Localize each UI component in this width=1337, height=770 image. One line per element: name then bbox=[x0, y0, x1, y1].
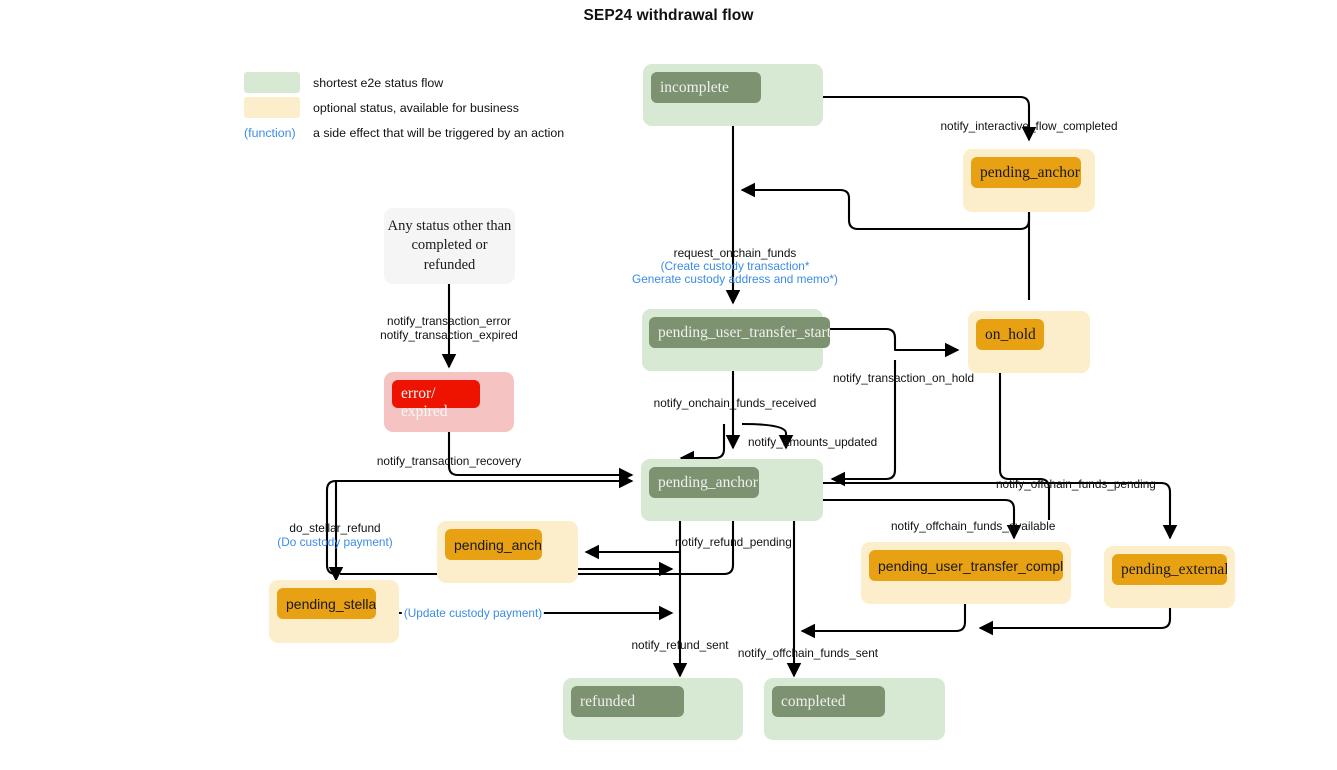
node-any-status-label: Any status other than completed or refun… bbox=[387, 218, 512, 273]
edge-label-notify-refund-pending: notify_refund_pending bbox=[675, 535, 792, 549]
legend-item-green: shortest e2e status flow bbox=[244, 70, 564, 95]
node-pending-anchor-refund-label: pending_anchor bbox=[445, 529, 542, 560]
edge-label-notify-onchain-funds-received: notify_onchain_funds_received bbox=[653, 396, 817, 410]
edge-label-notify-amounts-updated: notify_amounts_updated bbox=[748, 435, 878, 449]
edge-label-notify-transaction-expired: notify_transaction_expired bbox=[380, 328, 518, 342]
node-on-hold-label: on_hold bbox=[976, 319, 1044, 350]
node-on-hold[interactable]: on_hold bbox=[968, 311, 1090, 373]
node-error-expired-label: error/ bbox=[392, 380, 480, 408]
node-pending-user-transfer-complete-label: pending_user_transfer_complete bbox=[869, 550, 1063, 581]
edge-label-notify-offchain-funds-pending: notify_offchain_funds_pending bbox=[996, 477, 1156, 491]
edge-label-notify-interactive-flow-completed: notify_interactive_flow_completed bbox=[940, 119, 1118, 133]
node-error-expired[interactable]: error/ expired bbox=[384, 372, 514, 432]
edge-label-do-custody-payment: (Do custody payment) bbox=[277, 535, 393, 549]
node-completed-label: completed bbox=[772, 686, 885, 717]
node-completed[interactable]: completed bbox=[764, 678, 945, 740]
node-refunded[interactable]: refunded bbox=[563, 678, 743, 740]
legend: shortest e2e status flow optional status… bbox=[244, 70, 564, 145]
edge-label-generate-custody-address: Generate custody address and memo*) bbox=[632, 272, 838, 286]
node-refunded-label: refunded bbox=[571, 686, 684, 717]
edge-label-notify-refund-sent: notify_refund_sent bbox=[631, 638, 729, 652]
node-pending-external[interactable]: pending_external bbox=[1104, 546, 1235, 608]
edge-label-notify-transaction-error: notify_transaction_error bbox=[387, 314, 511, 328]
legend-item-function: (function) a side effect that will be tr… bbox=[244, 120, 564, 145]
legend-function-token: (function) bbox=[244, 125, 296, 140]
node-incomplete[interactable]: incomplete bbox=[643, 64, 823, 126]
edge-label-create-custody-transaction: (Create custody transaction* bbox=[660, 259, 810, 273]
node-pending-anchor-refund[interactable]: pending_anchor bbox=[437, 521, 578, 583]
node-pending-anchor-top[interactable]: pending_anchor bbox=[963, 149, 1095, 212]
node-pending-stellar[interactable]: pending_stellar bbox=[269, 580, 399, 643]
edge-label-notify-offchain-funds-sent: notify_offchain_funds_sent bbox=[737, 646, 879, 660]
legend-label-green: shortest e2e status flow bbox=[313, 75, 444, 90]
edge-label-notify-transaction-recovery: notify_transaction_recovery bbox=[376, 454, 522, 468]
legend-swatch-green bbox=[244, 72, 300, 93]
legend-label-orange: optional status, available for business bbox=[313, 100, 519, 115]
edge-label-notify-transaction-on-hold: notify_transaction_on_hold bbox=[833, 371, 975, 385]
node-pending-anchor-center[interactable]: pending_anchor bbox=[641, 459, 823, 521]
node-error-expired-label-2: expired bbox=[401, 403, 448, 420]
node-incomplete-label: incomplete bbox=[651, 72, 761, 103]
legend-item-orange: optional status, available for business bbox=[244, 95, 564, 120]
edge-label-request-onchain-funds: request_onchain_funds bbox=[673, 246, 797, 260]
legend-swatch-orange bbox=[244, 97, 300, 118]
node-pending-stellar-label: pending_stellar bbox=[277, 588, 376, 619]
node-pending-external-label: pending_external bbox=[1112, 554, 1227, 585]
node-pending-user-transfer-start[interactable]: pending_user_transfer_start bbox=[642, 309, 830, 371]
legend-function-label: a side effect that will be triggered by … bbox=[313, 125, 565, 140]
edge-label-notify-offchain-funds-available: notify_offchain_funds_available bbox=[891, 519, 1056, 533]
node-any-status[interactable]: Any status other than completed or refun… bbox=[384, 208, 515, 284]
node-pending-anchor-top-label: pending_anchor bbox=[971, 157, 1081, 188]
node-pending-user-transfer-start-label: pending_user_transfer_start bbox=[649, 317, 830, 348]
node-pending-user-transfer-complete[interactable]: pending_user_transfer_complete bbox=[861, 542, 1071, 604]
edge-label-update-custody-payment: (Update custody payment) bbox=[401, 606, 545, 621]
edge-label-do-stellar-refund: do_stellar_refund bbox=[289, 521, 381, 535]
page-title: SEP24 withdrawal flow bbox=[583, 7, 754, 24]
node-pending-anchor-center-label: pending_anchor bbox=[649, 467, 759, 498]
